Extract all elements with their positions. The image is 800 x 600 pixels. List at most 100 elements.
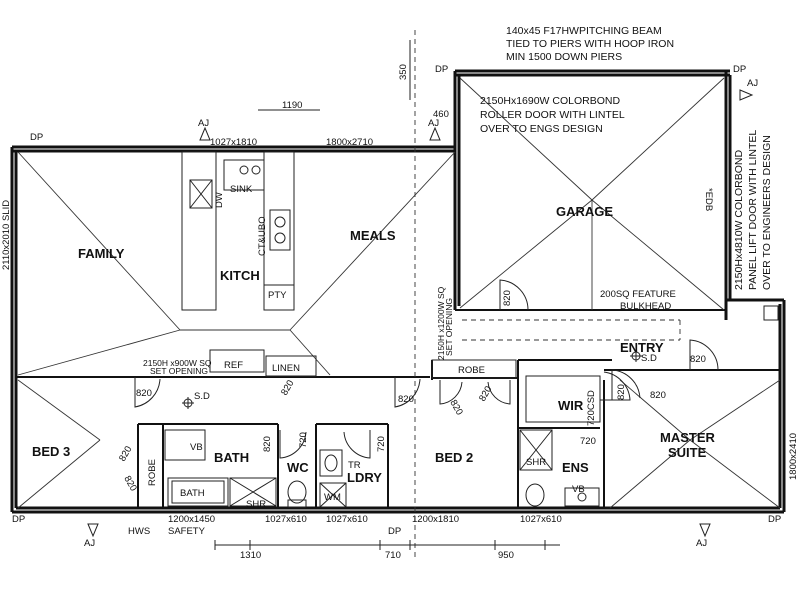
room-master-line-2: SUITE: [668, 445, 707, 460]
window-wc-bottom: 1027x610: [265, 514, 307, 525]
window-wir-csd: 720CSD: [586, 390, 597, 426]
window-ldry-bottom: 1027x610: [326, 514, 368, 525]
door-garage-side: 820: [502, 290, 513, 306]
dp-bottom-left: DP: [12, 514, 25, 525]
dp-bottom-mid: DP: [388, 526, 401, 537]
room-ens: ENS: [562, 460, 589, 475]
dp-aj-labels: DP DP DP DP DP DP AJ AJ AJ AJ AJ: [12, 64, 781, 549]
bulkhead-note-line-1: 200SQ FEATURE: [600, 289, 676, 300]
beam-note-line-1: 140x45 F17HWPITCHING BEAM: [506, 25, 662, 37]
tr-label: TR: [348, 460, 361, 471]
window-bed3-bottom: 1200x1450: [168, 514, 215, 525]
vb-bath-label: VB: [190, 442, 203, 453]
dimension-strip: [214, 40, 560, 550]
room-bed3: BED 3: [32, 444, 70, 459]
dim-1190: 1190: [282, 100, 302, 111]
door-bed3-robe-b: 820: [121, 474, 138, 493]
ref-label: REF: [224, 360, 243, 371]
beam-note-line-3: MIN 1500 DOWN PIERS: [506, 51, 622, 63]
opening-notes: 2150H x900W SQ SET OPENING 2150H x1200W …: [143, 286, 454, 376]
window-ens-bottom: 1027x610: [520, 514, 562, 525]
window-labels: 1027x1810 1800x2710 1200x1450 SAFETY 102…: [1, 137, 799, 537]
door-entry: 820: [690, 354, 706, 365]
opening-hall-line-2: SET OPENING: [444, 298, 454, 356]
door-bath: 820: [262, 436, 273, 452]
dp-bottom-right: DP: [768, 514, 781, 525]
opening-family-line-1: 2150H x900W SQ: [143, 358, 212, 368]
garage-door-note: 2150Hx1690W COLORBOND ROLLER DOOR WITH L…: [480, 95, 625, 135]
door-robe-a: 820: [447, 398, 464, 417]
dimension-labels: 1190 350 460 1310 710 950: [240, 64, 514, 561]
bulkhead-note-line-2: BULKHEAD: [620, 301, 671, 312]
beam-note: 140x45 F17HWPITCHING BEAM TIED TO PIERS …: [506, 25, 674, 63]
dim-460: 460: [433, 109, 449, 120]
panel-door-note-line-3: OVER TO ENGINEERS DESIGN: [761, 135, 773, 290]
window-family-left: 2110x2010 SLID: [1, 200, 12, 270]
aj-top-left: AJ: [198, 118, 209, 129]
dp-top-left: DP: [30, 132, 43, 143]
bathtub-label: BATH: [180, 488, 205, 499]
window-safety: SAFETY: [168, 526, 206, 537]
aj-bottom-right: AJ: [696, 538, 707, 549]
roof-lines: [17, 30, 781, 560]
shr-ens-label: SHR: [526, 457, 546, 468]
aj-garage-right: AJ: [747, 78, 758, 89]
room-wc: WC: [287, 460, 309, 475]
dim-710: 710: [385, 550, 401, 561]
dw-label: DW: [214, 192, 225, 208]
sd-markers: [182, 350, 642, 409]
sink-label: SINK: [230, 184, 253, 195]
room-family: FAMILY: [78, 246, 125, 261]
dim-1310: 1310: [240, 550, 261, 561]
linen-label: LINEN: [272, 363, 300, 374]
opening-family-line-2: SET OPENING: [150, 366, 208, 376]
window-meals-top: 1800x2710: [326, 137, 373, 148]
room-labels: FAMILY MEALS KITCH GARAGE ENTRY BED 3 BA…: [32, 204, 716, 485]
door-master: 820: [650, 390, 666, 401]
dp-garage-left: DP: [435, 64, 448, 75]
edb-label: *EDB: [703, 188, 714, 211]
sd-label-entry: S.D: [641, 353, 657, 364]
garage-door-note-line-2: ROLLER DOOR WITH LINTEL: [480, 109, 625, 121]
robe-bed2-label: ROBE: [458, 365, 485, 376]
door-hall-bed2: 820: [398, 394, 414, 405]
opening-hall-line-1: 2150H x1200W SQ: [436, 286, 446, 360]
kitchen-benches: [181, 151, 295, 311]
beam-note-line-2: TIED TO PIERS WITH HOOP IRON: [506, 38, 674, 50]
door-linen: 820: [279, 378, 296, 397]
garage-door-note-line-1: 2150Hx1690W COLORBOND: [480, 95, 620, 107]
wm-label: WM: [324, 492, 341, 503]
aj-garage-left: AJ: [428, 118, 439, 129]
room-garage: GARAGE: [556, 204, 613, 219]
bulkhead-note: 200SQ FEATURE BULKHEAD: [600, 289, 676, 312]
door-wir: 820: [616, 384, 627, 400]
fixture-labels: SINK DW CT&UBO PTY REF LINEN ROBE ROBE V…: [128, 184, 714, 537]
door-family-hall: 820: [136, 388, 152, 399]
panel-door-note-line-2: PANEL LIFT DOOR WITH LINTEL: [747, 130, 759, 290]
panel-door-note-line-1: 2150Hx4810W COLORBOND: [733, 150, 745, 290]
pty-label: PTY: [268, 290, 287, 301]
door-bed3-robe-a: 820: [117, 444, 134, 463]
room-bath: BATH: [214, 450, 249, 465]
door-ens: 720: [580, 436, 596, 447]
fixtures: [164, 305, 779, 508]
dim-950: 950: [498, 550, 514, 561]
door-swings: [134, 279, 719, 459]
hws-label: HWS: [128, 526, 150, 537]
room-master-line-1: MASTER: [660, 430, 716, 445]
room-meals: MEALS: [350, 228, 396, 243]
door-ldry: 720: [376, 436, 387, 452]
external-walls: [10, 69, 786, 514]
shr-bath-label: SHR: [246, 499, 266, 510]
garage-door-note-line-3: OVER TO ENGS DESIGN: [480, 123, 603, 135]
room-wir: WIR: [558, 398, 584, 413]
vb-ens-label: VB: [572, 484, 585, 495]
dim-350: 350: [398, 64, 409, 80]
door-wc: 720: [298, 432, 309, 448]
dp-garage-right: DP: [733, 64, 746, 75]
window-family-top: 1027x1810: [210, 137, 257, 148]
panel-door-note: 2150Hx4810W COLORBOND PANEL LIFT DOOR WI…: [733, 130, 773, 290]
ctubo-label: CT&UBO: [257, 216, 268, 256]
robe-bed3-label: ROBE: [147, 459, 158, 486]
